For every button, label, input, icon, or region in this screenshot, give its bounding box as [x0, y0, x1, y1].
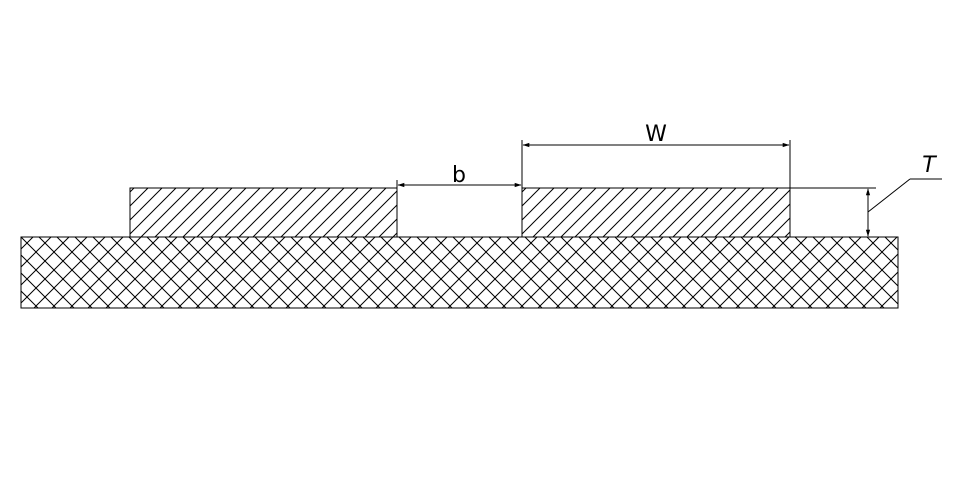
gap-label: b — [452, 163, 466, 188]
thickness-leader-line — [867, 178, 911, 213]
substrate — [20, 236, 899, 309]
width-dimension: W — [521, 122, 791, 188]
thickness-dimension: T — [790, 153, 942, 237]
width-label: W — [645, 122, 667, 147]
right-conductor-strip — [521, 187, 791, 238]
thickness-label: T — [922, 153, 937, 178]
gap-dimension: b — [396, 163, 523, 188]
left-conductor-strip — [129, 187, 398, 238]
